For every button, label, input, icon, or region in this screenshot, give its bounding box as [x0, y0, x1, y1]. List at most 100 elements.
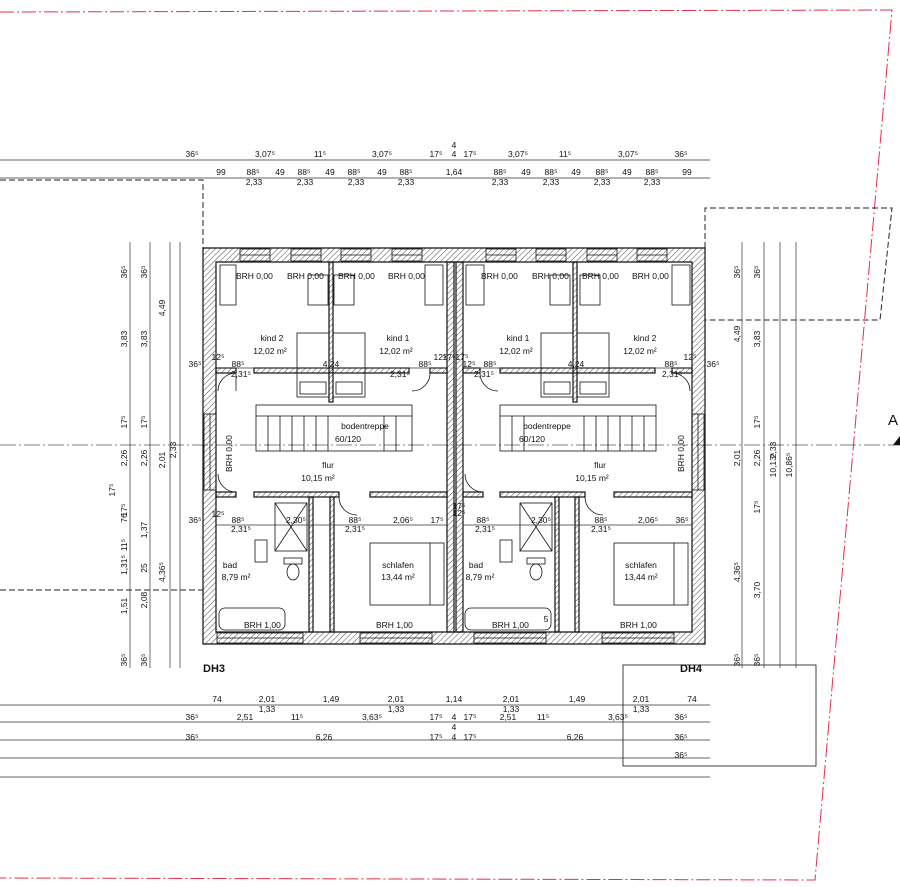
- room-area: 10,15 m²: [301, 473, 335, 483]
- dimension-label: 12⁵: [684, 352, 697, 362]
- dimension-label: 2,33: [594, 177, 611, 187]
- dimension-label: 2,31⁵: [475, 524, 495, 534]
- dimension-label: 36⁵: [707, 359, 720, 369]
- dimension-label: 17⁵: [431, 515, 444, 525]
- dimension-label: 2,01: [259, 694, 276, 704]
- dimension-label: 49: [571, 167, 581, 177]
- dimension-label: 1,49: [323, 694, 340, 704]
- room-labels: kind 2 12,02 m² kind 1 12,02 m² kind 1 1…: [222, 333, 658, 582]
- brh-label: BRH 0,00: [236, 271, 273, 281]
- section-marker-label: A: [888, 412, 898, 429]
- dimension-label: 4,24: [568, 359, 585, 369]
- dimension-label: 49: [622, 167, 632, 177]
- dimension-label: 2,26: [139, 449, 149, 466]
- dimension-label: 88⁵: [232, 515, 245, 525]
- dimension-label: 88⁵: [400, 167, 413, 177]
- dimension-label: 12⁵: [212, 509, 225, 519]
- dimension-label: 1,37: [139, 521, 149, 538]
- dimension-label: 88⁵: [298, 167, 311, 177]
- room-name: kind 1: [387, 333, 410, 343]
- dimension-label: 3,07⁵: [508, 149, 528, 159]
- dimension-label: 6,26: [567, 732, 584, 742]
- room-name: schlafen: [625, 560, 657, 570]
- dimension-label: 10,86⁵: [784, 453, 794, 478]
- brh-label: BRH 0,00: [676, 435, 686, 472]
- dimension-label: 36⁵: [732, 654, 742, 667]
- dimension-label: 10,13⁵: [768, 453, 778, 478]
- dimension-label: 88⁵: [595, 515, 608, 525]
- dimension-label: 88⁵: [596, 167, 609, 177]
- room-area: 12,02 m²: [379, 346, 413, 356]
- dimension-label: 3,83: [139, 330, 149, 347]
- dimension-label: 5: [544, 614, 549, 624]
- brh-label: BRH 0,00: [224, 435, 234, 472]
- dimension-label: 17⁵: [752, 416, 762, 429]
- dimension-label: 3,63⁵: [608, 712, 628, 722]
- dimension-label: 4: [452, 149, 457, 159]
- dimension-label: 1,14: [446, 694, 463, 704]
- room-name: bad: [223, 560, 237, 570]
- dimension-label: 88⁵: [646, 167, 659, 177]
- dimension-label: 36⁵: [119, 654, 129, 667]
- dimension-label: 3,83: [119, 330, 129, 347]
- dimension-label: 49: [521, 167, 531, 177]
- dimension-label: 17⁵: [752, 501, 762, 514]
- dimension-label: 4,36⁵: [732, 562, 742, 582]
- dimension-label: 76: [119, 513, 129, 523]
- dimension-label: 6,26: [316, 732, 333, 742]
- dimension-label: 88⁵: [665, 359, 678, 369]
- dimension-label: 88⁵: [494, 167, 507, 177]
- dimension-label: 2,01: [388, 694, 405, 704]
- dimension-label: 2,33: [644, 177, 661, 187]
- dimension-col-left-far: 17⁵: [107, 484, 117, 497]
- dimension-label: 1,64: [446, 167, 463, 177]
- dimension-label: 11⁵: [537, 712, 549, 722]
- dimension-label: 17⁵: [464, 732, 477, 742]
- dimension-label: 2,31⁵: [390, 369, 410, 379]
- dimension-label: 2,33: [768, 441, 778, 458]
- dimension-label: 2,30⁵: [531, 515, 551, 525]
- dimension-label: 2,31⁵: [231, 369, 251, 379]
- dimension-label: 36⁵: [189, 515, 202, 525]
- dimension-label: 11⁵: [291, 712, 303, 722]
- dimension-label: 49: [325, 167, 335, 177]
- brh-label: BRH 0,00: [632, 271, 669, 281]
- furniture: [218, 264, 691, 631]
- dimension-label: 3,70: [752, 581, 762, 598]
- dimension-label: 2,26: [752, 449, 762, 466]
- dimension-label: 17⁵: [443, 352, 456, 362]
- brh-label: BRH 0,00: [582, 271, 619, 281]
- brh-label: BRH 1,00: [620, 620, 657, 630]
- dimension-label: 1,49: [569, 694, 586, 704]
- dimension-label: 2,33: [492, 177, 509, 187]
- dimension-label: 2,51: [500, 712, 517, 722]
- dimension-label: 17⁵: [107, 484, 117, 497]
- dimension-label: 1,33: [259, 704, 276, 714]
- dimension-label: 2,33: [246, 177, 263, 187]
- dimension-label: 2,01: [633, 694, 650, 704]
- dimension-label: 2,08: [139, 591, 149, 608]
- dimension-label: 2,33: [543, 177, 560, 187]
- dimension-label: 1,51: [119, 597, 129, 614]
- dimension-label: 17⁵: [430, 732, 443, 742]
- dimension-label: 2,31⁵: [231, 524, 251, 534]
- dimension-label: 12⁵: [463, 359, 476, 369]
- dimension-label: 17⁵: [453, 501, 466, 511]
- dimension-label: 4: [452, 140, 457, 150]
- attic-stairs: [255, 404, 657, 452]
- dimension-label: 12⁵: [212, 352, 225, 362]
- dimension-label: 17⁵: [139, 416, 149, 429]
- dimension-row-bottom-4: 36⁵: [675, 750, 688, 760]
- dimension-label: 2,33: [168, 441, 178, 458]
- dimension-label: 12⁵: [434, 352, 447, 362]
- windows: [203, 248, 705, 644]
- dimension-label: 36⁵: [675, 732, 688, 742]
- outer-walls: [202, 247, 706, 645]
- room-area: 12,02 m²: [623, 346, 657, 356]
- dimension-label: 88⁵: [484, 359, 497, 369]
